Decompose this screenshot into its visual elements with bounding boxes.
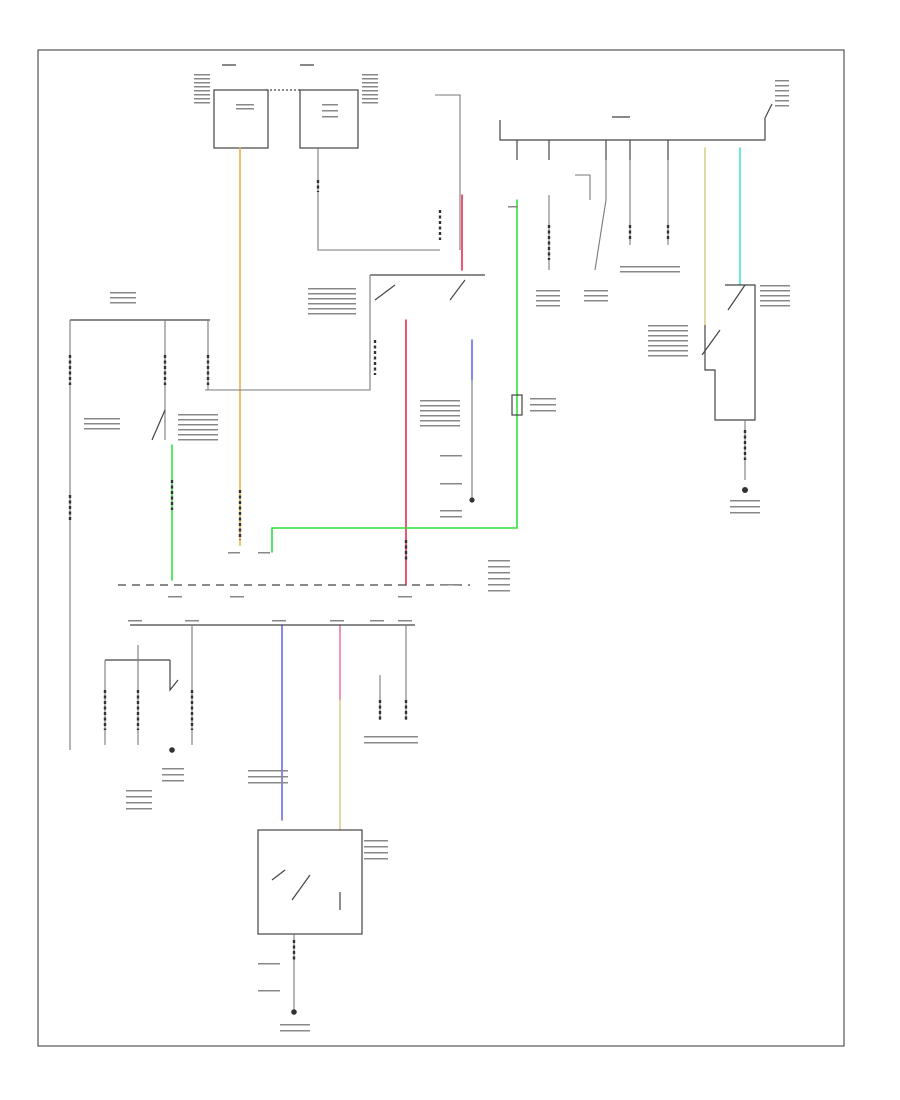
left-branch: [68, 292, 218, 750]
right-switch-cluster: [648, 284, 790, 514]
lower-switch-box: [248, 770, 388, 1032]
fuse-box-left: [213, 89, 269, 149]
wire-green-main: [271, 199, 518, 553]
lower-left-branches: [103, 625, 194, 810]
module-drop-2b: [575, 174, 591, 200]
module-pins: [516, 140, 669, 160]
fuse-box-label-marks: [194, 64, 378, 118]
diagram-border: [37, 49, 845, 1047]
module-drop-2: [594, 160, 607, 271]
middle-switch-box: [205, 274, 556, 518]
top-right-module: [499, 80, 789, 307]
fuse-box-right: [299, 89, 359, 149]
wire-gray-relay-top: [435, 94, 461, 250]
top-fuse-box-group: [194, 64, 378, 149]
central-junction: [118, 480, 510, 626]
lower-right-small-branch: [364, 625, 418, 744]
wire-gray-fuse-right: [317, 148, 440, 251]
